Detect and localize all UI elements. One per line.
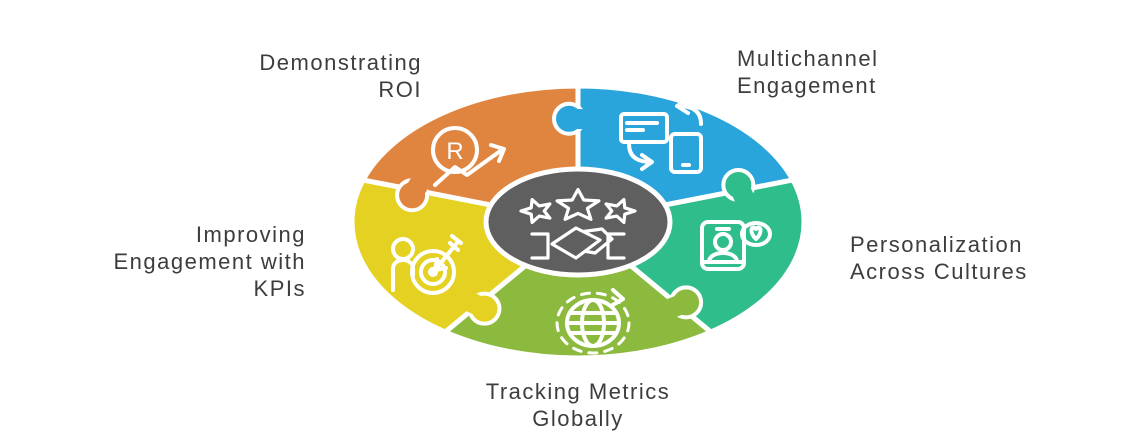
label-personalization-across-cultures: Personalization Across Cultures [850, 231, 1096, 285]
sync-arrow-bottom-head [640, 153, 654, 171]
knob-neck-kpis [454, 287, 489, 318]
label-line: Tracking Metrics [485, 379, 671, 404]
globe-rotation-icon [555, 288, 631, 355]
browser-window [619, 112, 669, 144]
sync-arrow-bottom [627, 142, 653, 164]
dart-head [433, 257, 448, 272]
label-line: KPIs [253, 276, 306, 301]
label-line: ROI [378, 77, 422, 102]
wheel-knobs [395, 101, 757, 326]
rating-stars-handshake-icon [519, 187, 637, 260]
heart-icon [749, 225, 763, 241]
sync-arrow-top [677, 104, 703, 126]
orbit-arrow-head [609, 288, 625, 308]
star-left [519, 198, 552, 224]
registered-circle [431, 126, 479, 174]
knob-neck-multichannel [568, 108, 603, 130]
sync-arrow-top-head [675, 97, 690, 115]
knob-neck-personalization [729, 180, 757, 209]
person-head [713, 232, 733, 252]
star-middle [555, 187, 601, 221]
handshake-left-sleeve [530, 232, 550, 260]
knob-neck-tracking [654, 293, 690, 323]
knob-neck-roi [403, 171, 433, 201]
center-circle [483, 166, 673, 278]
label-line: Engagement with [113, 249, 306, 274]
label-demonstrating-roi: Demonstrating ROI [130, 49, 422, 103]
handshake-right-sleeve [606, 232, 626, 260]
registered-mark-growth-arrow-icon: R [431, 126, 506, 187]
heart-shape [749, 225, 763, 241]
label-improving-engagement-kpis: Improving Engagement with KPIs [28, 221, 306, 302]
growth-arrow-head [489, 143, 506, 163]
label-line: Personalization [850, 232, 1023, 257]
dart-fletching [448, 234, 463, 252]
device-sync-icon [619, 97, 703, 174]
handshake-left-hand [550, 226, 602, 260]
smartphone [669, 132, 703, 174]
star-right [604, 198, 637, 224]
target-outer-ring [410, 249, 456, 295]
person-target-icon [391, 234, 463, 295]
label-line: Improving [195, 222, 306, 247]
profile-heart-icon [700, 220, 772, 271]
label-line: Across Cultures [850, 259, 1028, 284]
label-line: Multichannel [737, 46, 879, 71]
handshake-icon [530, 226, 626, 260]
label-line: Demonstrating [259, 50, 422, 75]
target-inner-ring [419, 258, 447, 286]
orbit-dashed-ring [555, 291, 631, 355]
label-line: Globally [532, 406, 624, 431]
heart-bubble [740, 221, 772, 247]
label-multichannel-engagement: Multichannel Engagement [737, 45, 1007, 99]
three-stars-icon [519, 187, 637, 224]
label-tracking-metrics-globally: Tracking Metrics Globally [398, 378, 758, 432]
registered-r-letter: R [446, 138, 463, 165]
segment-tracking-piece [442, 219, 714, 361]
profile-phone [700, 220, 746, 271]
person-shoulders [707, 251, 739, 264]
growth-arrow-line [433, 147, 505, 187]
label-line: Engagement [737, 73, 877, 98]
